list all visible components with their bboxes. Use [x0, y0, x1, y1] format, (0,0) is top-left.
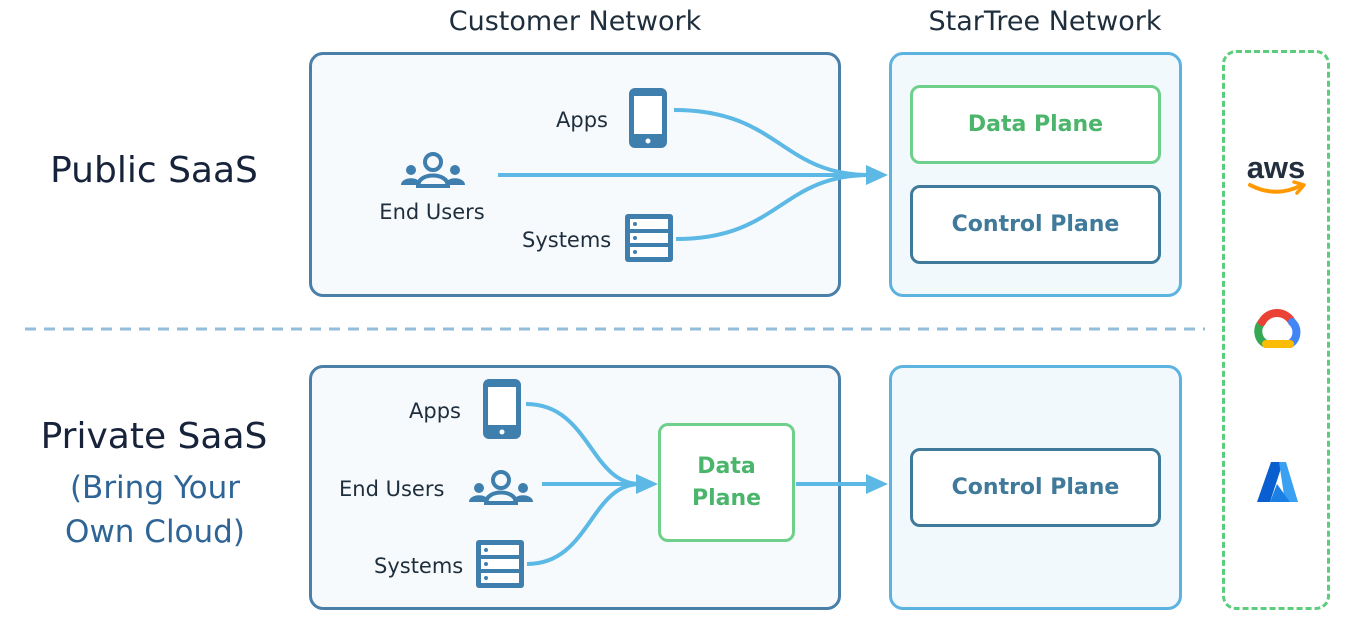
public-saas-title: Public SaaS	[50, 150, 258, 191]
private-arrowhead-control-plane	[866, 474, 888, 494]
tablet-icon	[483, 379, 521, 439]
server-icon	[476, 540, 524, 588]
server-icon	[625, 214, 673, 262]
public-flow-lines	[498, 108, 871, 241]
public-apps-label: Apps	[556, 108, 608, 132]
users-icon	[469, 470, 533, 505]
private-control-plane: Control Plane	[910, 448, 1161, 527]
startree-network-header: StarTree Network	[928, 6, 1162, 37]
public-control-plane: Control Plane	[910, 185, 1161, 264]
private-data-plane: Data Plane	[658, 423, 795, 542]
tablet-icon	[629, 88, 667, 148]
customer-network-header: Customer Network	[448, 6, 702, 37]
public-systems-label: Systems	[522, 228, 612, 252]
private-end-users-label: End Users	[339, 477, 445, 501]
cloud-providers-column	[1222, 50, 1330, 610]
aws-logo: aws	[1247, 150, 1306, 195]
public-data-plane: Data Plane	[910, 85, 1161, 164]
private-arrowhead-data-plane	[636, 474, 658, 494]
private-flow-lines	[525, 402, 870, 566]
private-apps-label: Apps	[409, 399, 461, 423]
public-arrowhead	[866, 165, 888, 185]
private-saas-title: Private SaaS	[40, 416, 268, 457]
azure-logo	[1257, 462, 1298, 502]
private-saas-subtitle: (Bring Your Own Cloud)	[65, 470, 245, 550]
public-end-users-label: End Users	[379, 200, 485, 224]
users-icon	[401, 152, 465, 188]
private-systems-label: Systems	[374, 554, 464, 578]
google-cloud-logo	[1254, 309, 1301, 348]
aws-wordmark: aws	[1247, 150, 1306, 185]
